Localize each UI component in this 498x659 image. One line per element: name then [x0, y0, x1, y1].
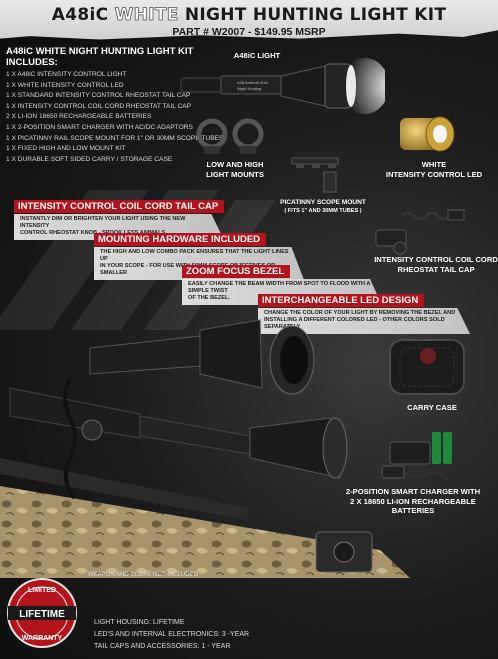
feature-text-line: OF THE BEZEL.	[188, 295, 230, 301]
feature-title: INTERCHANGEABLE LED DESIGN	[258, 294, 425, 307]
list-item: 2 X LI-ION 18650 RECHARGEABLE BATTERIES	[6, 113, 152, 121]
mounts-label-line: LIGHT MOUNTS	[206, 169, 264, 179]
flashlight-image: A48 Ambush Extr Night Hunting	[180, 58, 385, 114]
badge-bottom-text: WARRANTY	[22, 635, 63, 642]
coil-cord-tailcap-image	[375, 209, 465, 255]
scope-mount-title: PICATINNY SCOPE MOUNT	[280, 199, 366, 206]
light-engraving: Night Hunting	[237, 86, 261, 91]
charger-label-line: 2 X 18650 LI-ION RECHARGEABLE BATTERIES	[350, 496, 476, 516]
includes-heading: A48iC WHITE NIGHT HUNTING LIGHT KIT INCL…	[6, 46, 194, 68]
page-title: A48iC WHITE NIGHT HUNTING LIGHT KIT	[0, 0, 498, 26]
feature-text-line: CONTROL RHEOSTAT KNOB - SPOOK LESS ANIMA…	[20, 230, 166, 236]
title-highlight: WHITE	[114, 5, 179, 26]
rifle-with-light-image	[0, 319, 410, 578]
tailcap-label-line: INTENSITY CONTROL COIL CORD	[374, 255, 498, 264]
picatinny-mount-image	[291, 157, 339, 193]
led-module-image	[400, 116, 455, 152]
includes-list: 1 X A48iC INTENSITY CONTROL LIGHT 1 X WH…	[6, 70, 224, 165]
warranty-line: LIGHT HOUSING: LIFETIME	[94, 619, 185, 626]
case-label: CARRY CASE	[407, 403, 457, 412]
charger-label-line: 2-POSITION SMART CHARGER WITH	[345, 487, 481, 496]
list-item: 1 X FIXED HIGH AND LOW MOUNT KIT	[6, 145, 126, 153]
lifetime-warranty-badge: LIMITED LIFETIME WARRANTY	[7, 578, 77, 648]
feature-text-line: EASILY CHANGE THE BEAM WIDTH FROM SPOT T…	[188, 281, 371, 294]
scope-mount-sub: ( FITS 1" AND 30MM TUBES )	[284, 208, 362, 214]
list-item: 1 X STANDARD INTENSITY CONTROL RHEOSTAT …	[6, 92, 191, 100]
warranty-terms: LIGHT HOUSING: LIFETIME LED'S AND INTERN…	[94, 617, 249, 653]
list-item: 1 X DURABLE SOFT SIDED CARRY / STORAGE C…	[6, 155, 173, 163]
feature-text-line: INSTALLING A DIFFERENT COLORED LED - OTH…	[264, 317, 445, 330]
list-item: 1 X PICATINNY RAIL SCOPE MOUNT FOR 1" OR…	[6, 134, 224, 142]
tailcap-label-line: RHEOSTAT TAIL CAP	[397, 264, 475, 274]
mounts-label: LOW AND HIGH LIGHT MOUNTS	[195, 160, 275, 179]
light-label: A48iC LIGHT	[233, 51, 281, 60]
light-engraving: A48 Ambush Extr	[237, 80, 269, 85]
carry-case-image	[389, 339, 465, 395]
header: A48iC WHITE NIGHT HUNTING LIGHT KIT PART…	[0, 0, 498, 40]
badge-top-text: LIMITED	[28, 587, 56, 594]
list-item: 1 X INTENSITY CONTROL COIL CORD RHEOSTAT…	[6, 102, 192, 110]
kit-includes: A48iC WHITE NIGHT HUNTING LIGHT KIT INCL…	[6, 46, 224, 165]
charger-image	[381, 432, 452, 481]
not-included-note: WEAPON AND SCOPE NOT INCLUDED	[88, 572, 198, 578]
list-item: 1 X WHITE INTENSITY CONTROL LED	[6, 81, 124, 89]
part-number-price: PART # W2007 - $149.95 MSRP	[172, 26, 326, 38]
badge-main-text: LIFETIME	[19, 609, 65, 620]
feature-title: INTENSITY CONTROL COIL CORD TAIL CAP	[14, 200, 225, 213]
feature-title: ZOOM FOCUS BEZEL	[182, 265, 291, 278]
feature-banner: INTERCHANGEABLE LED DESIGN CHANGE THE CO…	[258, 290, 470, 334]
feature-title: MOUNTING HARDWARE INCLUDED	[94, 233, 267, 246]
warranty-line: TAIL CAPS AND ACCESSORIES: 1 - YEAR	[94, 643, 231, 650]
warranty-line: LED'S AND INTERNAL ELECTRONICS: 3 -YEAR	[94, 631, 250, 638]
mounts-label-line: LOW AND HIGH	[206, 160, 264, 169]
feature-text-line: CHANGE THE COLOR OF YOUR LIGHT BY REMOVI…	[264, 310, 456, 316]
charger-label: 2-POSITION SMART CHARGER WITH 2 X 18650 …	[330, 487, 496, 516]
feature-text-line: INSTANTLY DIM OR BRIGHTEN YOUR LIGHT USI…	[20, 216, 186, 229]
led-label-line: INTENSITY CONTROL LED	[385, 169, 483, 179]
list-item: 1 X 2-POSITION SMART CHARGER WITH AC/DC …	[6, 123, 193, 131]
led-label-line: WHITE	[421, 160, 447, 169]
feature-text-line: THE HIGH AND LOW COMBO PACK ENSURES THAT…	[100, 249, 289, 262]
title-prefix: A48iC	[51, 5, 109, 25]
led-label: WHITE INTENSITY CONTROL LED	[372, 160, 496, 179]
tailcap-label: INTENSITY CONTROL COIL CORD RHEOSTAT TAI…	[374, 255, 498, 274]
scope-rings-image	[196, 118, 264, 154]
scope-mount-label: PICATINNY SCOPE MOUNT ( FITS 1" AND 30MM…	[265, 199, 381, 214]
list-item: 1 X A48iC INTENSITY CONTROL LIGHT	[6, 71, 127, 78]
title-suffix: NIGHT HUNTING LIGHT KIT	[184, 5, 447, 25]
